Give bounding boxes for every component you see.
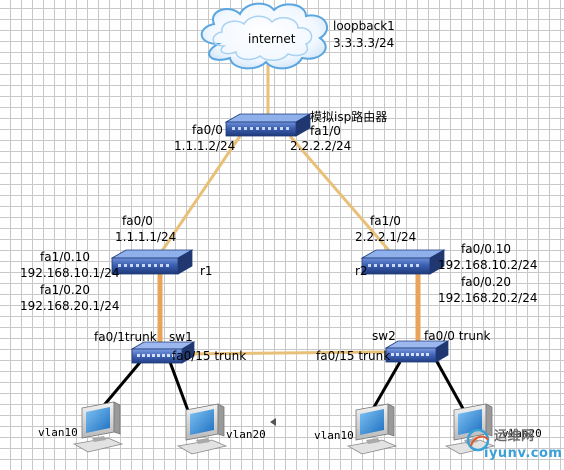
pc1-vlan-label: vlan10 xyxy=(38,426,78,439)
watermark-top: 运维网 xyxy=(494,429,535,444)
pc3-computer-icon xyxy=(346,403,398,455)
link-isp-r2 xyxy=(288,135,394,255)
link-sw1-sw2 xyxy=(181,350,389,356)
pc4-vlan-label: vlan20 xyxy=(502,427,542,440)
cursor-triangle-icon xyxy=(270,418,276,426)
r2-router-icon xyxy=(360,249,446,275)
r1-name: r1 xyxy=(200,264,213,278)
r1-up-if: fa0/0 xyxy=(122,214,153,228)
r2-sub1-if: fa0/0.10 xyxy=(461,242,511,256)
r2-name: r2 xyxy=(355,264,368,278)
sw1-up-trunk: fa0/1trunk xyxy=(94,330,157,344)
r2-sub2-if: fa0/0.20 xyxy=(461,275,511,289)
r2-up-if: fa1/0 xyxy=(370,214,401,228)
pc3-vlan-label: vlan10 xyxy=(314,429,354,442)
sw2-switch-icon xyxy=(384,340,450,363)
sw1-name: sw1 xyxy=(169,330,193,344)
pc2-computer-icon xyxy=(176,403,228,455)
r2-sub1-ip: 192.168.10.2/24 xyxy=(438,258,538,272)
internet-cloud xyxy=(200,2,328,70)
r1-router-icon xyxy=(110,249,194,275)
r1-sub2-ip: 192.168.20.1/24 xyxy=(20,299,120,313)
link-sw1-pc2 xyxy=(168,361,192,417)
r1-sub1-if: fa1/0.10 xyxy=(40,250,90,264)
link-sw1-pc1 xyxy=(98,359,144,411)
watermark-bottom: iyunv.com xyxy=(484,446,563,461)
r1-sub1-ip: 192.168.10.1/24 xyxy=(20,266,120,280)
isp-left-if: fa0/0 xyxy=(192,123,223,137)
sw1-side-trunk: fa0/15 trunk xyxy=(172,349,247,363)
sw2-up-trunk: fa0/0 trunk xyxy=(424,329,491,343)
r1-sub2-if: fa1/0.20 xyxy=(40,283,90,297)
isp-router-icon xyxy=(224,113,312,137)
sw2-name: sw2 xyxy=(372,329,396,343)
sw2-side-trunk: fa0/15 trunk xyxy=(316,349,391,363)
r2-up-ip: 2.2.2.1/24 xyxy=(355,230,417,244)
isp-left-ip: 1.1.1.2/24 xyxy=(174,139,236,153)
r1-up-ip: 1.1.1.1/24 xyxy=(115,230,177,244)
loopback-ip: 3.3.3.3/24 xyxy=(333,36,395,50)
isp-title: 模拟isp路由器 xyxy=(310,110,388,124)
isp-right-if: fa1/0 xyxy=(310,124,341,138)
r2-sub2-ip: 192.168.20.2/24 xyxy=(438,291,538,305)
isp-right-ip: 2.2.2.2/24 xyxy=(290,139,352,153)
link-sw2-pc3 xyxy=(368,361,402,415)
link-isp-r1 xyxy=(158,135,242,255)
sw1-switch-icon xyxy=(130,341,196,364)
watermark-logo xyxy=(466,428,490,452)
pc2-vlan-label: vlan20 xyxy=(226,428,266,441)
loopback-name: loopback1 xyxy=(333,19,395,33)
pc1-computer-icon xyxy=(72,401,124,453)
link-sw2-pc4 xyxy=(434,359,468,415)
cloud-label: internet xyxy=(248,32,296,46)
